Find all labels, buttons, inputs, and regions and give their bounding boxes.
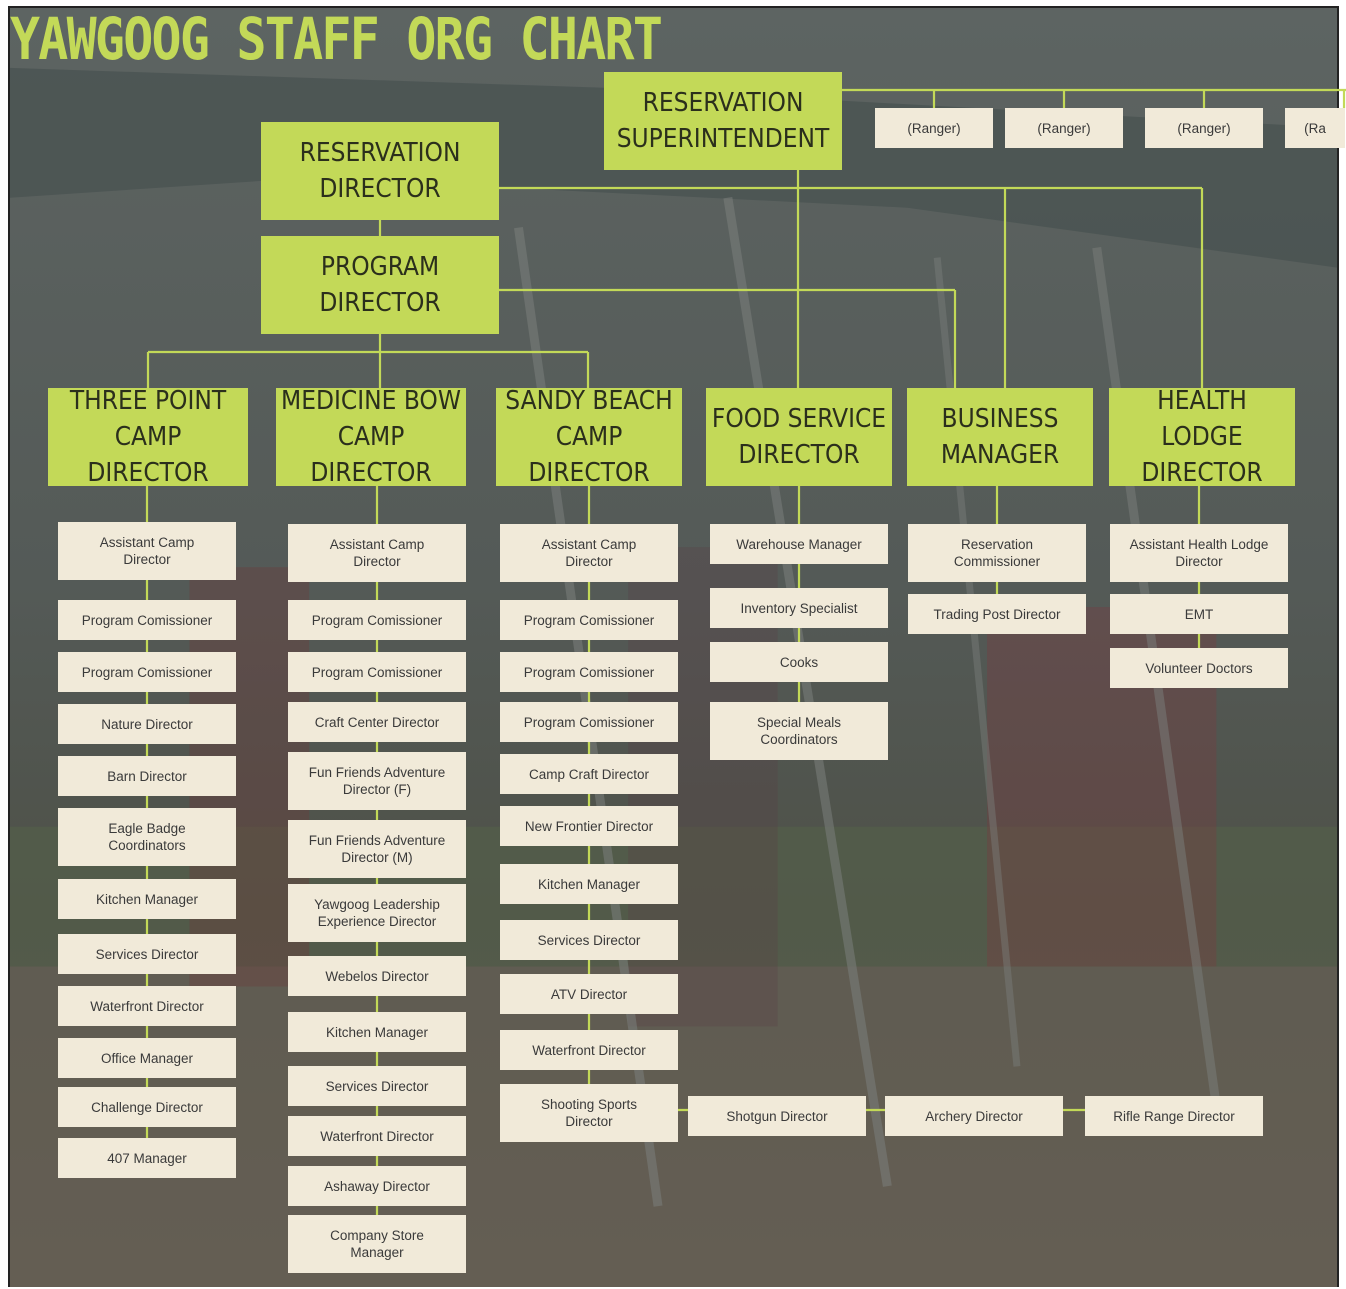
role-box: Eagle Badge Coordinators	[58, 808, 236, 866]
department-head-box: BUSINESS MANAGER	[907, 388, 1093, 486]
role-box: Program Comissioner	[58, 652, 236, 692]
role-box: Kitchen Manager	[500, 864, 678, 904]
role-box: Services Director	[288, 1066, 466, 1106]
role-box: Camp Craft Director	[500, 754, 678, 794]
role-box: Inventory Specialist	[710, 588, 888, 628]
role-box: Volunteer Doctors	[1110, 648, 1288, 688]
department-head-box: THREE POINT CAMP DIRECTOR	[48, 386, 248, 488]
role-box: Program Comissioner	[500, 702, 678, 742]
role-box: Program Comissioner	[500, 652, 678, 692]
department-head-box: MEDICINE BOW CAMP DIRECTOR	[276, 386, 466, 488]
role-box: Challenge Director	[58, 1087, 236, 1127]
role-box: Kitchen Manager	[288, 1012, 466, 1052]
role-box: New Frontier Director	[500, 806, 678, 846]
reservation-superintendent-box: RESERVATION SUPERINTENDENT	[604, 72, 842, 170]
role-box: Nature Director	[58, 704, 236, 744]
role-box: Waterfront Director	[500, 1030, 678, 1070]
role-box: Program Comissioner	[288, 600, 466, 640]
role-box: Office Manager	[58, 1038, 236, 1078]
ranger-box: (Ranger)	[1145, 108, 1263, 148]
role-box: Cooks	[710, 642, 888, 682]
role-box: EMT	[1110, 594, 1288, 634]
role-box: Craft Center Director	[288, 702, 466, 742]
role-box: Barn Director	[58, 756, 236, 796]
role-box: Shooting Sports Director	[500, 1084, 678, 1142]
role-box: Assistant Camp Director	[58, 522, 236, 580]
role-box: Program Comissioner	[288, 652, 466, 692]
role-box: Program Comissioner	[500, 600, 678, 640]
shooting-sports-role-box: Shotgun Director	[688, 1096, 866, 1136]
role-box: Fun Friends Adventure Director (M)	[288, 820, 466, 878]
role-box: Reservation Commissioner	[908, 524, 1086, 582]
role-box: Services Director	[500, 920, 678, 960]
department-head-box: FOOD SERVICE DIRECTOR	[706, 388, 892, 486]
role-box: Trading Post Director	[908, 594, 1086, 634]
role-box: Assistant Health Lodge Director	[1110, 524, 1288, 582]
role-box: Yawgoog Leadership Experience Director	[288, 884, 466, 942]
role-box: Company Store Manager	[288, 1215, 466, 1273]
shooting-sports-role-box: Rifle Range Director	[1085, 1096, 1263, 1136]
page-title: YAWGOOG STAFF ORG CHART	[10, 5, 663, 73]
program-director-box: PROGRAM DIRECTOR	[261, 236, 499, 334]
ranger-box: (Ra	[1285, 108, 1345, 148]
department-head-box: HEALTH LODGE DIRECTOR	[1109, 386, 1295, 488]
role-box: Services Director	[58, 934, 236, 974]
role-box: Assistant Camp Director	[500, 524, 678, 582]
role-box: Special Meals Coordinators	[710, 702, 888, 760]
role-box: Waterfront Director	[288, 1116, 466, 1156]
role-box: Warehouse Manager	[710, 524, 888, 564]
role-box: Waterfront Director	[58, 986, 236, 1026]
role-box: Kitchen Manager	[58, 879, 236, 919]
role-box: Assistant Camp Director	[288, 524, 466, 582]
role-box: Fun Friends Adventure Director (F)	[288, 752, 466, 810]
role-box: Webelos Director	[288, 956, 466, 996]
role-box: Program Comissioner	[58, 600, 236, 640]
role-box: 407 Manager	[58, 1138, 236, 1178]
role-box: ATV Director	[500, 974, 678, 1014]
ranger-box: (Ranger)	[875, 108, 993, 148]
role-box: Ashaway Director	[288, 1166, 466, 1206]
ranger-box: (Ranger)	[1005, 108, 1123, 148]
shooting-sports-role-box: Archery Director	[885, 1096, 1063, 1136]
department-head-box: SANDY BEACH CAMP DIRECTOR	[496, 386, 682, 488]
reservation-director-box: RESERVATION DIRECTOR	[261, 122, 499, 220]
